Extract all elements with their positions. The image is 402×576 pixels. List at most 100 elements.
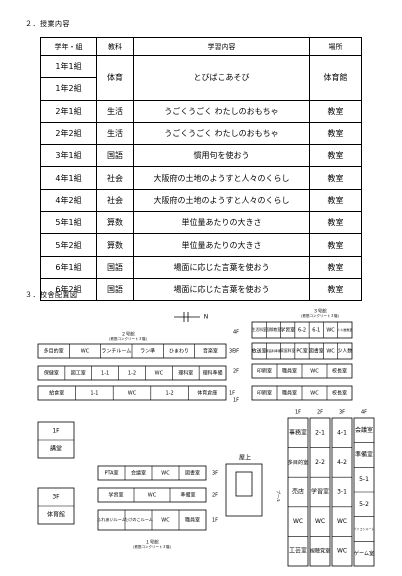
room-label: WC [148, 493, 157, 499]
cell-class: 6年1組 [40, 255, 97, 279]
room-label: 校長室 [332, 390, 347, 397]
room-label: 少人数 [337, 348, 352, 355]
room-label: 会議室 [355, 426, 373, 434]
cell-place: 教室 [309, 144, 362, 168]
room-label: 図書室 [185, 470, 200, 477]
section-title-layout: ３．校舎配置図 [25, 291, 78, 299]
room-label: WC [155, 371, 164, 377]
lesson-table: 学年・組 教科 学習内容 場所 1年1組 体育 とびばこあそび 体育館 1年2組… [40, 37, 362, 302]
room-label: 準備室 [180, 492, 195, 499]
floor-label: 3F [212, 471, 218, 477]
cell-subject: 算数 [96, 211, 134, 235]
room-label: 売店 [292, 488, 304, 496]
building2-2f [37, 365, 227, 381]
table-row: 4年2組 社会 大阪府の土地のようすと人々のくらし 教室 [40, 188, 362, 213]
table-row: 6年2組 国語 場面に応じた言葉を使おう 教室 [40, 277, 362, 302]
room-label: 視聴覚室 [310, 548, 330, 555]
floor-label: 2F [212, 493, 218, 499]
table-row: 1年1組 体育 とびばこあそび 体育館 [40, 54, 362, 101]
room-label: ふれあいルーム [97, 516, 126, 522]
floor-label: 2F [233, 369, 239, 375]
cell-place: 教室 [309, 121, 362, 146]
floor-label: 1F [233, 398, 239, 404]
floor-label: 1F [229, 391, 235, 397]
cell-content: 場面に応じた言葉を使おう [133, 255, 310, 279]
room-label: 理科準備 [203, 370, 223, 377]
cell-place: 教室 [309, 277, 362, 302]
room-label: WC [161, 518, 170, 524]
header-content: 学習内容 [133, 37, 310, 56]
pool-label: プール [276, 490, 282, 502]
cell-subject: 国語 [96, 144, 134, 168]
building3-label: ３号館 [313, 308, 327, 315]
building2-1f [37, 385, 227, 401]
rooftop-outline [225, 463, 263, 517]
room-label: 体育館 [47, 511, 65, 519]
floor-label: 4F [361, 410, 367, 416]
cell-subject: 社会 [96, 166, 134, 190]
cell-class: 1年2組 [40, 77, 97, 101]
floor-label: 3F [229, 349, 235, 355]
cell-class: 5年2組 [40, 233, 97, 257]
room-label: WC [310, 391, 319, 397]
room-label: 6-2 [298, 328, 306, 334]
room-label: WC [337, 518, 347, 525]
room-label: WC [326, 349, 335, 355]
floor-label: 1F [295, 410, 301, 416]
room-label: 5-1 [359, 476, 369, 483]
table-row: 2年2組 生活 うごくうごく わたしのおもちゃ 教室 [40, 121, 362, 146]
cell-subject: 生活 [96, 99, 134, 123]
room-label: WC [81, 349, 90, 355]
cell-class: 4年2組 [40, 188, 97, 213]
room-label: ゲーム室 [354, 550, 374, 557]
table-row: 4年1組 社会 大阪府の土地のようすと人々のくらし 教室 [40, 166, 362, 190]
section-title-lessons: ２．授業内容 [25, 20, 70, 28]
room-label: 印刷室 [257, 390, 272, 397]
cell-class: 2年2組 [40, 121, 97, 146]
cell-content: うごくうごく わたしのおもちゃ [133, 121, 310, 146]
cell-place: 教室 [309, 233, 362, 257]
room-label: 職員室 [185, 517, 200, 524]
room-label: WC [161, 471, 170, 477]
room-label: 印刷室 [257, 368, 272, 375]
building2-label: ２号館 [121, 331, 135, 338]
room-label: 準備室 [355, 451, 373, 459]
table-row: 5年2組 算数 単位量あたりの大きさ 教室 [40, 233, 362, 257]
building1-2f [97, 487, 207, 503]
room-label: ラン準 [140, 348, 155, 355]
east-3f [331, 417, 353, 567]
room-label: 1-2 [128, 371, 136, 377]
room-label: PC室 [296, 348, 307, 355]
cell-place: 体育館 [309, 55, 362, 101]
cell-class: 3年1組 [40, 144, 97, 168]
room-label: 給食室 [49, 390, 64, 397]
cell-content: 単位量あたりの大きさ [133, 211, 310, 235]
room-label: 工芸室 [289, 547, 307, 555]
room-label: 放送室 [252, 348, 267, 355]
east-2f [309, 417, 331, 567]
cell-class: 4年1組 [40, 166, 97, 190]
room-label: WC [337, 548, 347, 555]
cell-subject: 生活 [96, 121, 134, 146]
room-label: 事務室 [289, 428, 307, 436]
room-label: 保健室 [44, 370, 59, 377]
floor-label: 3F [233, 349, 239, 355]
header-place: 場所 [309, 37, 362, 56]
cell-content: うごくうごく わたしのおもちゃ [133, 99, 310, 123]
room-label: 理科室 [178, 370, 193, 377]
building1-sub-label: (鉄筋コンクリート３階) [133, 544, 171, 549]
room-label: ひまわり [169, 348, 189, 355]
floor-label: 2F [317, 410, 323, 416]
cell-subject: 体育 [96, 55, 134, 101]
building3-4f [251, 321, 353, 339]
room-label: 1-1 [101, 371, 109, 377]
room-label: 家庭科準備 [266, 348, 281, 353]
cell-content: 慣用句を使おう [133, 144, 310, 168]
room-label: 会議室 [131, 470, 146, 477]
room-label: 3-1 [337, 489, 347, 496]
room-label: 6-1 [312, 328, 320, 334]
room-label: 多目的室 [44, 348, 64, 355]
room-label: 1-2 [166, 391, 174, 397]
room-label: 職員室 [282, 390, 297, 397]
